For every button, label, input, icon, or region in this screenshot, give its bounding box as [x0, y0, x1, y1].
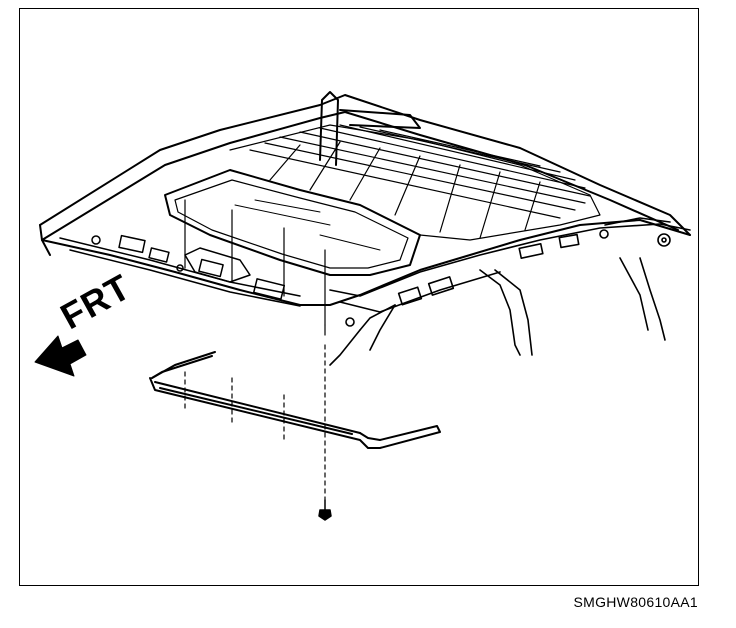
- alignment-lines: [184, 199, 326, 336]
- rear-center-post: [319, 91, 421, 166]
- seal-dashed-lines: [184, 344, 326, 501]
- figure-id-caption: SMGHW80610AA1: [573, 594, 698, 610]
- right-side-rail: [329, 217, 691, 366]
- roof-body-outline: [39, 94, 691, 306]
- front-direction-arrow-icon: [34, 335, 87, 377]
- roof-bows: [229, 124, 601, 241]
- sunroof-weatherstrip: [149, 351, 441, 449]
- sunroof-opening: [164, 169, 421, 276]
- figure-frame: [19, 8, 699, 586]
- fastener-screw-icon: [318, 499, 332, 521]
- front-header-section: [59, 234, 301, 307]
